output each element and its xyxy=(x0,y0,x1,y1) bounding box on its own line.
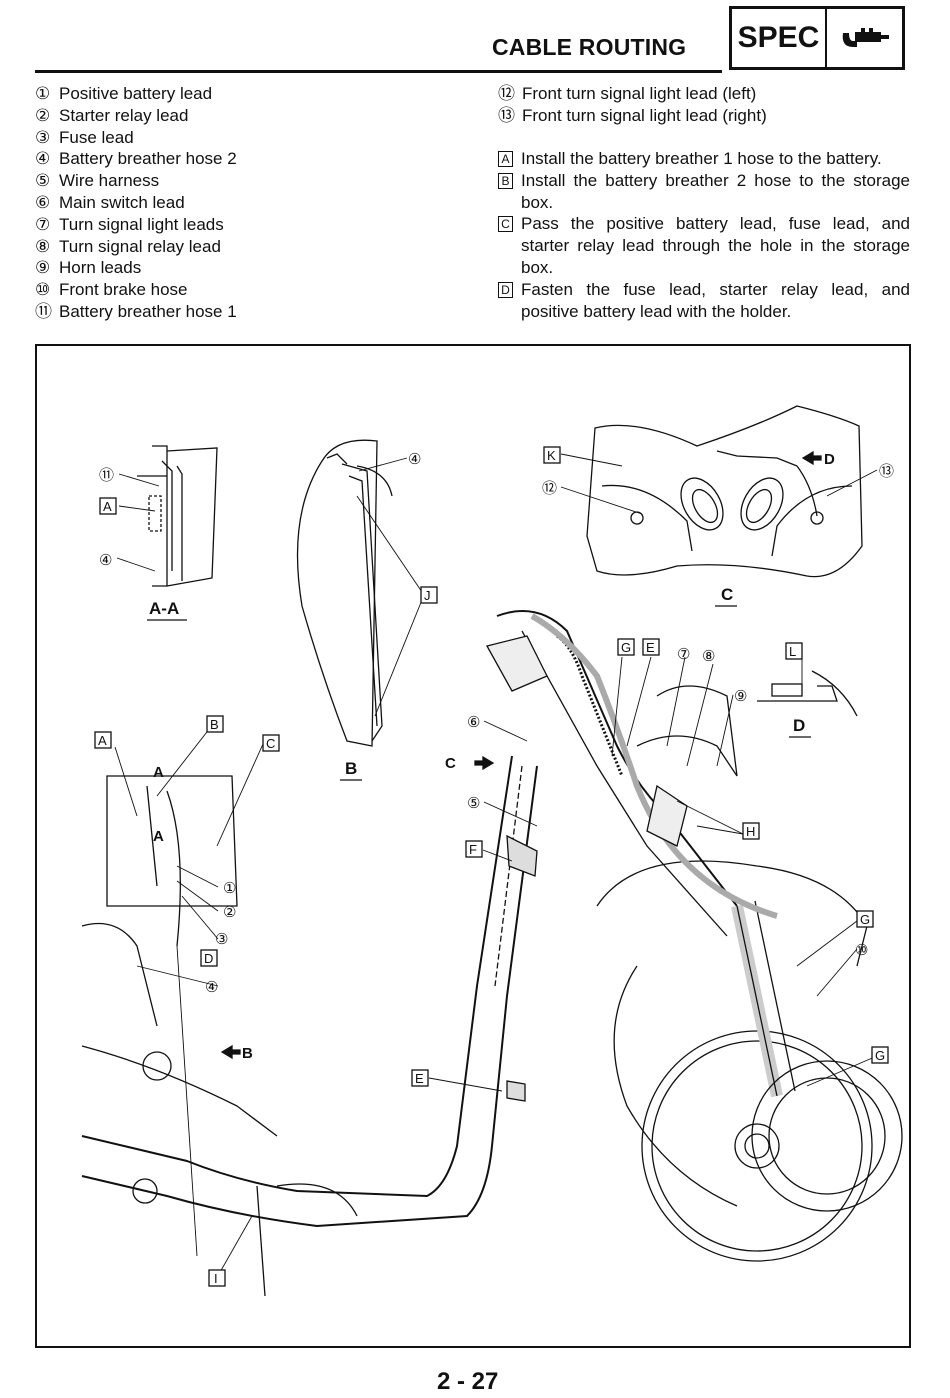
callout-11: ⑪ xyxy=(99,467,114,484)
box-g-mid: G xyxy=(860,912,870,927)
box-l: L xyxy=(789,644,796,659)
scooter-diagram: A-A B C xyxy=(81,405,903,1297)
view-arrows: D C B A A xyxy=(153,450,835,1062)
main-frame-view xyxy=(81,610,903,1297)
caliper-icon xyxy=(827,9,902,67)
spec-label: SPEC xyxy=(732,9,827,67)
box-g-bottom: G xyxy=(875,1048,885,1063)
arrow-label-a-bottom: A xyxy=(153,828,164,845)
callout-4-main: ④ xyxy=(205,979,218,996)
box-j: J xyxy=(424,588,431,603)
box-e-bottom: E xyxy=(415,1071,424,1086)
view-label-aa: A-A xyxy=(149,599,179,618)
box-g-top: G xyxy=(621,640,631,655)
section-b-view: B xyxy=(296,439,393,781)
callout-4-aa: ④ xyxy=(99,552,112,569)
callout-3: ③ xyxy=(215,931,228,948)
section-c-view: C xyxy=(586,405,863,607)
box-i: I xyxy=(214,1271,218,1286)
arrow-label-a-top: A xyxy=(153,764,164,781)
section-title: CABLE ROUTING xyxy=(492,34,687,60)
callout-7: ⑦ xyxy=(677,646,690,663)
box-d: D xyxy=(204,951,213,966)
callout-9: ⑨ xyxy=(734,688,747,705)
callout-13: ⑬ xyxy=(879,463,894,480)
box-f: F xyxy=(469,842,477,857)
callout-6: ⑥ xyxy=(467,714,480,731)
cable-routing-figure: A-A B C xyxy=(35,344,911,1348)
numbered-callouts: ⑪ ④ ④ ⑫ ⑬ ⑦ ⑧ ⑨ ⑥ ⑤ ① ② ③ ④ ⑩ xyxy=(99,451,894,996)
callout-12: ⑫ xyxy=(542,480,557,497)
box-b: B xyxy=(210,717,219,732)
view-label-c: C xyxy=(721,585,733,604)
page-number: 2 - 27 xyxy=(437,1368,499,1395)
callout-5: ⑤ xyxy=(467,795,480,812)
arrow-label-c: C xyxy=(445,755,456,772)
letter-callouts: A J K G E L B A C H F D G G xyxy=(94,446,889,1287)
box-e-top: E xyxy=(646,640,655,655)
header-rule xyxy=(35,70,722,73)
box-k: K xyxy=(547,448,556,463)
callout-10: ⑩ xyxy=(855,942,868,959)
spec-badge: SPEC xyxy=(729,6,905,70)
leader-lines xyxy=(114,453,878,1282)
box-h: H xyxy=(746,824,755,839)
box-a-aa: A xyxy=(103,499,112,514)
section-d-view: D xyxy=(757,670,858,738)
view-label-b: B xyxy=(345,759,357,778)
arrow-label-b: B xyxy=(242,1045,253,1062)
callout-2: ② xyxy=(223,904,236,921)
section-aa-view: A-A xyxy=(137,445,218,621)
callout-4-b: ④ xyxy=(408,451,421,468)
arrow-label-d: D xyxy=(824,451,835,468)
view-label-d: D xyxy=(793,716,805,735)
box-a-main: A xyxy=(98,733,107,748)
callout-8: ⑧ xyxy=(702,648,715,665)
box-c: C xyxy=(266,736,275,751)
callout-1: ① xyxy=(223,880,236,897)
